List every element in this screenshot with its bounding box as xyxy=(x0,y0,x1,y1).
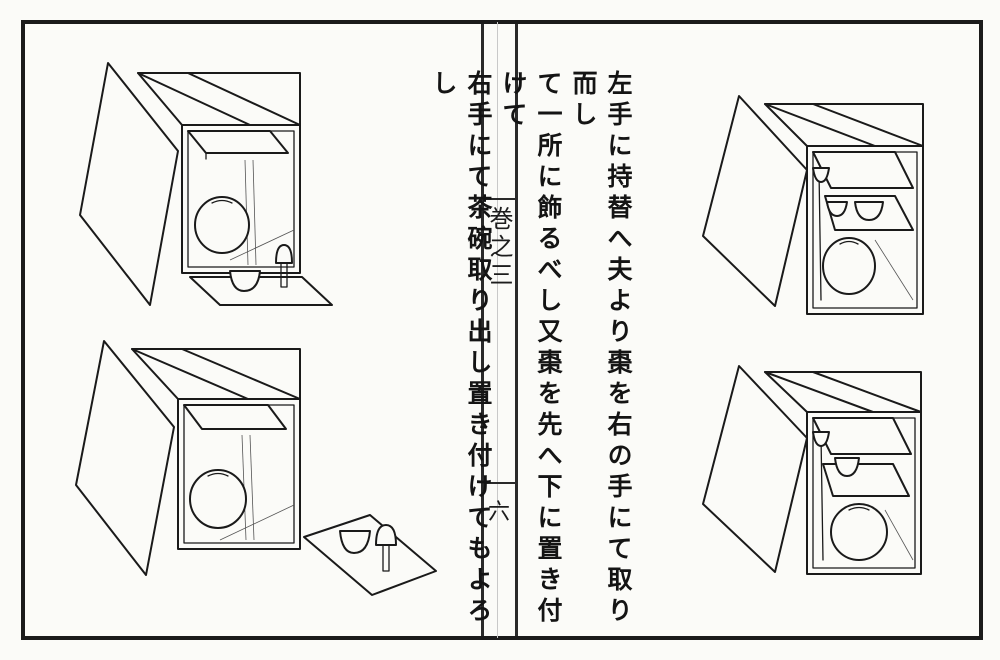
text-column: て一所に飾るべし又棗を先へ下に置き付けて xyxy=(499,70,563,628)
text-column: 左手に持替へ夫より棗を右の手にて取り而し xyxy=(569,70,633,628)
hashira-rule-right xyxy=(515,24,518,636)
center-fold xyxy=(497,22,498,638)
cabinet-illustration-top-left xyxy=(70,55,350,325)
cabinet-illustration-bottom-left xyxy=(70,335,450,605)
page-number: 六 xyxy=(487,500,510,525)
cabinet-illustration-top-right xyxy=(695,90,935,330)
hashira-rule-left xyxy=(481,24,484,636)
volume-label: 巻之三 xyxy=(485,206,513,290)
text-column: 右手にて茶碗取り出し置き付けてもよろし xyxy=(429,70,493,628)
hashira-divider xyxy=(484,198,515,200)
main-text: 左手に持替へ夫より棗を右の手にて取り而し て一所に飾るべし又棗を先へ下に置き付け… xyxy=(429,70,636,630)
page-border xyxy=(21,20,983,640)
cabinet-illustration-bottom-right xyxy=(695,360,935,590)
hashira-divider xyxy=(484,482,515,484)
